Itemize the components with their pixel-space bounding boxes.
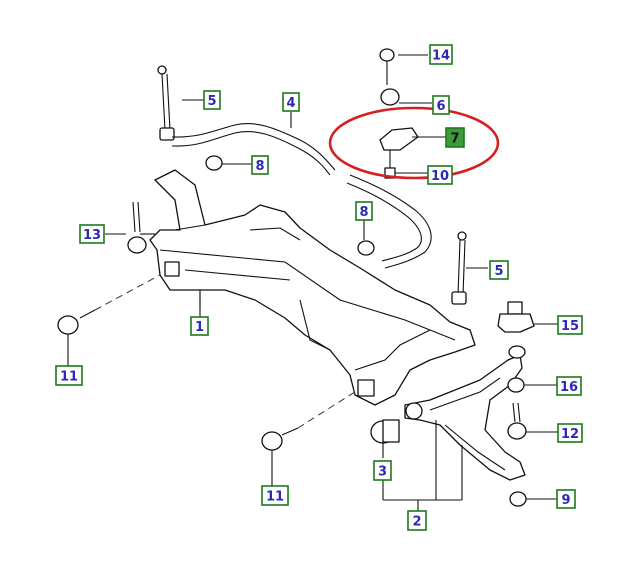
- callout-2: 2: [407, 510, 427, 531]
- callout-14: 14: [429, 44, 453, 65]
- callout-number: 8: [255, 159, 264, 174]
- ball-joint-15: [497, 301, 558, 333]
- callout-box: [445, 127, 465, 148]
- callout-box: [261, 485, 289, 506]
- bushing-3: [370, 419, 400, 458]
- callout-box: [489, 260, 509, 280]
- callout-8: 8: [355, 201, 373, 221]
- callout-number: 12: [561, 427, 579, 442]
- callout-number: 10: [431, 169, 449, 184]
- callout-number: 4: [286, 96, 295, 111]
- callout-number: 5: [494, 264, 503, 279]
- stabilizer-bushing-middle: [357, 240, 375, 256]
- stabilizer-bar: [171, 122, 432, 269]
- callout-box: [355, 201, 373, 221]
- callout-5: 5: [203, 90, 221, 110]
- callout-number: 7: [450, 132, 459, 147]
- callout-11: 11: [55, 365, 83, 386]
- right-stabilizer-link: [451, 231, 488, 305]
- callout-8: 8: [251, 155, 269, 175]
- callout-3: 3: [373, 460, 392, 481]
- callout-number: 15: [561, 319, 579, 334]
- callout-16: 16: [556, 376, 582, 396]
- callout-box: [557, 315, 583, 335]
- nut-16: [507, 377, 557, 393]
- callout-4: 4: [282, 92, 300, 112]
- highlight-ring: [328, 106, 500, 180]
- callout-box: [557, 423, 583, 443]
- callout-number: 9: [561, 493, 570, 508]
- callout-number: 6: [436, 99, 445, 114]
- callout-box: [429, 44, 453, 65]
- nut-9: [509, 491, 557, 507]
- callout-box: [55, 365, 83, 386]
- callout-number: 5: [207, 94, 216, 109]
- subframe: [149, 169, 476, 406]
- bolt-12: [507, 402, 558, 440]
- callout-11: 11: [261, 485, 289, 506]
- callout-number: 11: [266, 490, 284, 505]
- callout-1: 1: [190, 316, 209, 336]
- callout-box: [407, 510, 427, 531]
- leader-lines: [140, 99, 463, 512]
- callout-7: 7: [445, 127, 465, 148]
- callout-box: [556, 489, 576, 509]
- callout-box: [282, 92, 300, 112]
- callout-number: 2: [412, 515, 421, 530]
- callout-box: [190, 316, 209, 336]
- callout-number: 16: [560, 380, 578, 395]
- control-arm: [404, 345, 526, 481]
- callout-number: 13: [83, 228, 101, 243]
- bolt-13: [105, 201, 147, 254]
- callout-6: 6: [432, 95, 450, 115]
- callout-13: 13: [79, 224, 105, 244]
- stabilizer-bushing-upper: [205, 155, 252, 171]
- bolt-11-left: [57, 274, 161, 366]
- callout-10: 10: [427, 165, 453, 185]
- callout-number: 8: [359, 205, 368, 220]
- left-stabilizer-link: [157, 65, 175, 141]
- callout-number: 11: [60, 370, 78, 385]
- callout-box: [79, 224, 105, 244]
- callout-box: [432, 95, 450, 115]
- callout-box: [373, 460, 392, 481]
- callout-box: [251, 155, 269, 175]
- callout-12: 12: [557, 423, 583, 443]
- callout-labels: 14 5 4 6 7 8 10 8 13 5 1 15 11 16 12 3 11 9 2: [55, 44, 583, 531]
- bolt-11-lower: [261, 389, 359, 486]
- callout-number: 1: [195, 320, 204, 335]
- callout-number: 3: [378, 465, 387, 480]
- callout-box: [556, 376, 582, 396]
- callout-number: 14: [432, 49, 450, 64]
- callout-5: 5: [489, 260, 509, 280]
- callout-box: [203, 90, 221, 110]
- callout-15: 15: [557, 315, 583, 335]
- clamp-assembly: [379, 48, 446, 179]
- callout-box: [427, 165, 453, 185]
- callout-9: 9: [556, 489, 576, 509]
